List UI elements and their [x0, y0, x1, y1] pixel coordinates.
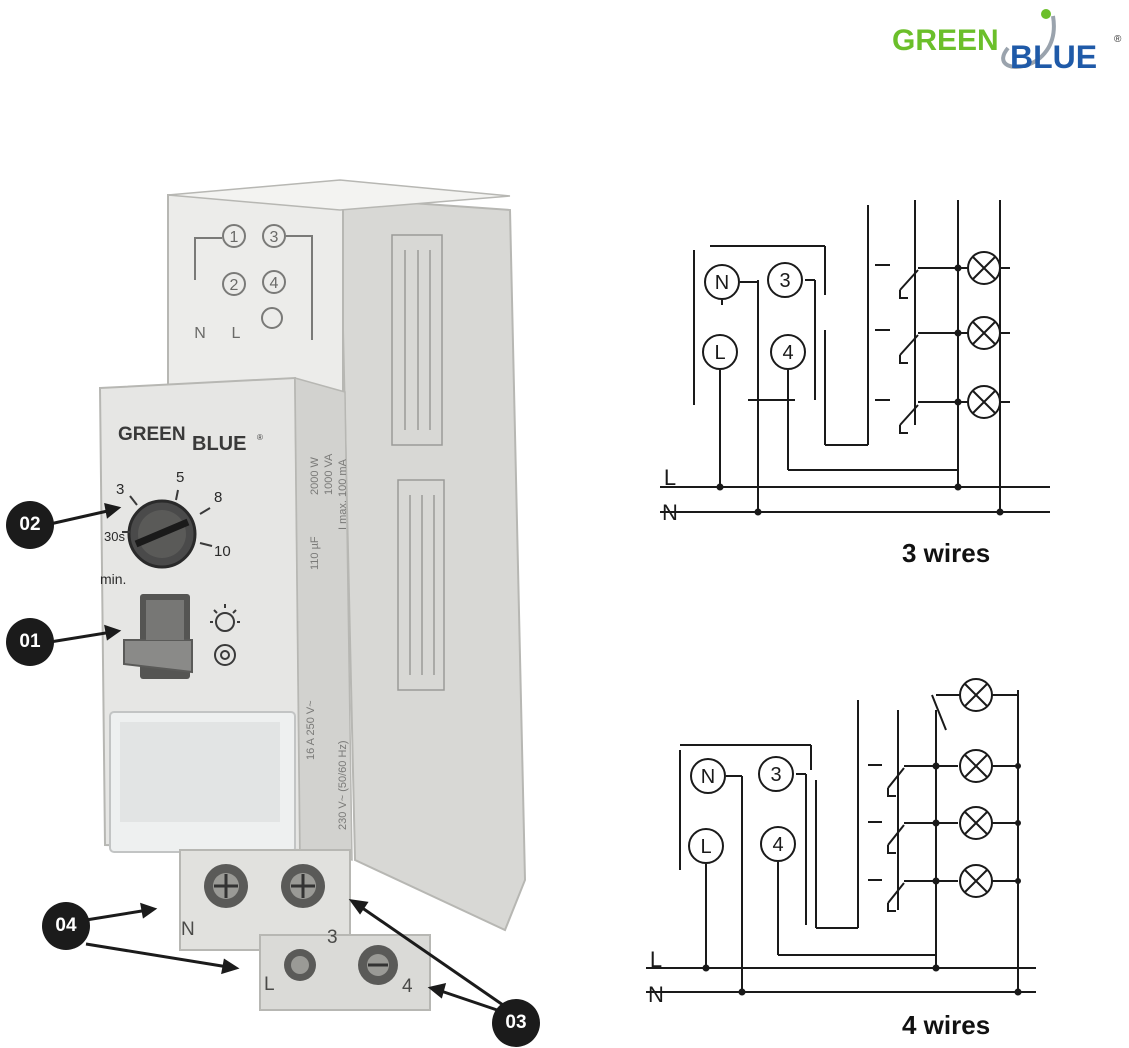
- device-terminal-block-lower: [259, 934, 431, 1011]
- logo-swoosh: [1001, 15, 1056, 69]
- diagram-4-bus-label-l: L: [650, 947, 662, 972]
- diagram-3-bus-label-n: N: [662, 500, 678, 525]
- dial-pointer: [134, 518, 190, 548]
- side-text-supply: 230 V~ (50/60 Hz): [337, 740, 349, 830]
- logo-blue-text: BLUE: [1010, 39, 1097, 75]
- terminal-label-l: L: [264, 974, 275, 995]
- logo-dot: [1041, 9, 1051, 19]
- diagram-4-label-n: N: [701, 766, 715, 788]
- diagram-3-label-4: 4: [782, 342, 793, 364]
- device-logo-registered-mark: ®: [257, 433, 263, 442]
- side-text-rating: 16 A 250 V~: [305, 700, 317, 760]
- callout-04-arrow-lower: [85, 942, 229, 969]
- top-label-1: 1: [230, 229, 239, 246]
- diagram-4-label-l: L: [700, 836, 711, 858]
- top-schematic-lines: [194, 235, 313, 340]
- dial-mark-8: 8: [214, 489, 222, 506]
- terminal-label-4: 4: [402, 976, 413, 997]
- device-side-face: [338, 196, 527, 932]
- callout-04: 04: [42, 902, 90, 950]
- side-text-capacitance: 110 µF: [309, 536, 321, 570]
- logo-registered-mark: ®: [1114, 34, 1122, 45]
- device-label-window: [120, 722, 280, 822]
- wiring-diagram-3-wires: N 3 L 4 L N: [660, 200, 1050, 525]
- top-circle-1: [222, 224, 246, 248]
- dial-unit-min: min.: [100, 571, 126, 587]
- diagram-4-bus-label-n: N: [648, 982, 664, 1007]
- top-circle-4: [262, 270, 286, 294]
- dial-mark-5: 5: [176, 469, 184, 486]
- side-text-imax: I max. 100 mA: [337, 458, 349, 530]
- diagram-3-label-n: N: [715, 272, 729, 294]
- terminal-n-circle: [704, 264, 740, 300]
- diagram-4-caption: 4 wires: [902, 1010, 991, 1040]
- top-label-l: L: [232, 325, 241, 342]
- terminal-l-circle: [702, 334, 738, 370]
- side-text-va: 1000 VA: [323, 453, 335, 495]
- diagram-3-label-l: L: [714, 342, 725, 364]
- top-circle-3: [262, 224, 286, 248]
- device-logo-blue-text: BLUE: [192, 433, 246, 455]
- top-circle-2: [222, 272, 246, 296]
- side-face-schematics: [391, 234, 445, 691]
- diagram-3-bus-label-l: L: [664, 465, 676, 490]
- wiring-diagram-4-wires: N 3 L 4 L N: [646, 678, 1036, 1007]
- terminal-3-circle: [767, 262, 803, 298]
- brand-logo: GREEN BLUE ®: [888, 8, 1124, 78]
- top-label-4: 4: [270, 275, 279, 292]
- top-label-3: 3: [270, 229, 279, 246]
- diagram-3-caption: 3 wires: [902, 538, 991, 568]
- top-lamp-circle: [261, 307, 283, 329]
- terminal-screw-l: [284, 949, 316, 981]
- terminal-label-n: N: [181, 919, 195, 940]
- diagram-4-label-4: 4: [772, 834, 783, 856]
- dial-mark-10: 10: [214, 543, 231, 560]
- diagram-3-label-3: 3: [779, 270, 790, 292]
- time-dial: [122, 489, 213, 569]
- mode-switch: [123, 594, 193, 679]
- callout-03-arrow-lower: [437, 988, 504, 1014]
- device-top-block: [167, 194, 344, 396]
- terminal-3-circle: [758, 756, 794, 792]
- terminal-screw-3: [281, 864, 325, 908]
- device-logo-green-text: GREEN: [118, 424, 186, 445]
- terminal-n-circle: [690, 758, 726, 794]
- dial-mark-3: 3: [116, 481, 124, 498]
- terminal-screw-4: [358, 945, 398, 985]
- terminal-label-3: 3: [327, 927, 338, 948]
- auto-mode-symbol: [214, 644, 236, 666]
- terminal-4-circle: [760, 826, 796, 862]
- side-text-power: 2000 W: [309, 456, 321, 495]
- callout-01-arrow: [49, 630, 113, 644]
- callout-02-arrow: [49, 508, 113, 526]
- diagram-4-label-3: 3: [770, 764, 781, 786]
- callout-03-arrow-upper: [357, 903, 504, 1007]
- terminal-screw-n: [204, 864, 248, 908]
- terminal-4-circle: [770, 334, 806, 370]
- callout-02: 02: [6, 501, 54, 549]
- device-terminal-block: [179, 849, 351, 951]
- callout-03: 03: [492, 999, 540, 1047]
- light-on-symbol: [210, 604, 240, 632]
- device-illustration: 1 3 2 4 N L GREEN BLUE ® 3: [49, 179, 527, 1014]
- dial-mark-30s: 30s: [104, 529, 125, 544]
- device-front-side: [294, 377, 353, 861]
- callout-01: 01: [6, 618, 54, 666]
- logo-green-text: GREEN: [892, 24, 999, 57]
- top-label-n: N: [194, 325, 206, 342]
- device-brand-logo: GREEN BLUE ®: [118, 424, 263, 455]
- top-label-2: 2: [230, 277, 239, 294]
- callout-04-arrow-upper: [85, 908, 149, 922]
- terminal-l-circle: [688, 828, 724, 864]
- device-top-roof: [167, 179, 511, 211]
